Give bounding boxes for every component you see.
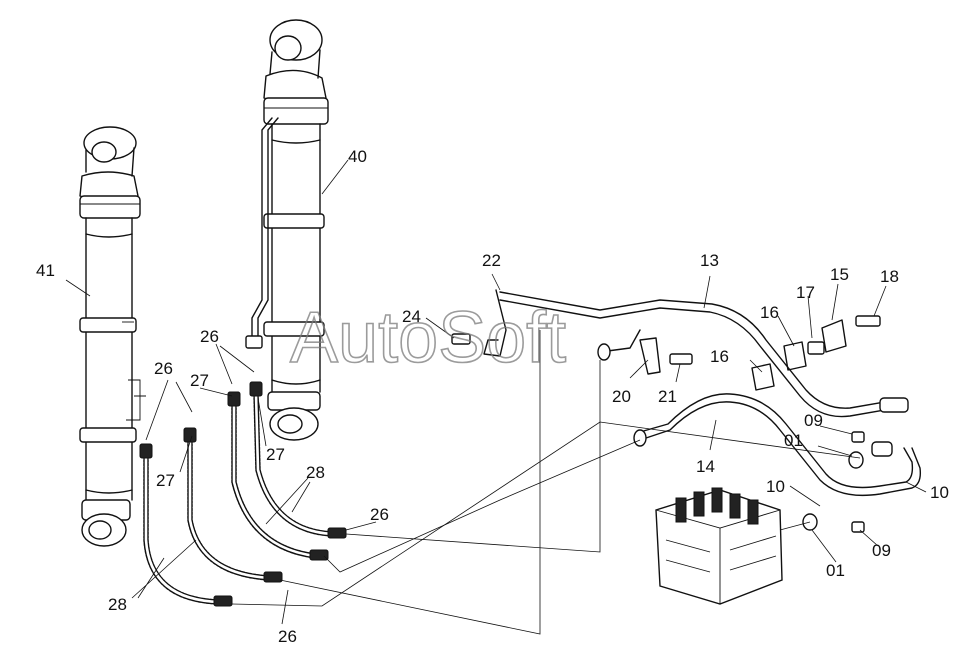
callout-01: 01: [784, 431, 803, 450]
callout-26: 26: [278, 627, 297, 646]
callout-20: 20: [612, 387, 631, 406]
callout-16: 16: [710, 347, 729, 366]
callout-18: 18: [880, 267, 899, 286]
callout-21: 21: [658, 387, 677, 406]
callout-26: 26: [370, 505, 389, 524]
callout-22: 22: [482, 251, 501, 270]
hoses-28: [139, 381, 347, 607]
callout-10: 10: [930, 483, 949, 502]
callout-15: 15: [830, 265, 849, 284]
brackets-and-clamps: [451, 289, 881, 533]
hydraulic-cylinder-41: [79, 126, 146, 547]
callout-27: 27: [156, 471, 175, 490]
callout-09: 09: [804, 411, 823, 430]
control-valve: [655, 487, 783, 605]
callout-10: 10: [766, 477, 785, 496]
pipes: [499, 291, 922, 497]
callout-41: 41: [36, 261, 55, 280]
callout-labels: 41 40 26 26 26 26 27 27 27 28 28 22 24 2…: [36, 147, 949, 646]
callout-13: 13: [700, 251, 719, 270]
callout-28: 28: [108, 595, 127, 614]
callout-24: 24: [402, 307, 421, 326]
leader-lines: [65, 159, 927, 635]
callout-01: 01: [826, 561, 845, 580]
callout-40: 40: [348, 147, 367, 166]
callout-27: 27: [266, 445, 285, 464]
callout-28: 28: [306, 463, 325, 482]
watermark-text: AutoSoft: [290, 298, 566, 378]
callout-27: 27: [190, 371, 209, 390]
callout-26: 26: [154, 359, 173, 378]
callout-14: 14: [696, 457, 715, 476]
hydraulic-cylinder-40: [245, 19, 329, 441]
callout-16: 16: [760, 303, 779, 322]
callout-26: 26: [200, 327, 219, 346]
callout-09: 09: [872, 541, 891, 560]
callout-17: 17: [796, 283, 815, 302]
